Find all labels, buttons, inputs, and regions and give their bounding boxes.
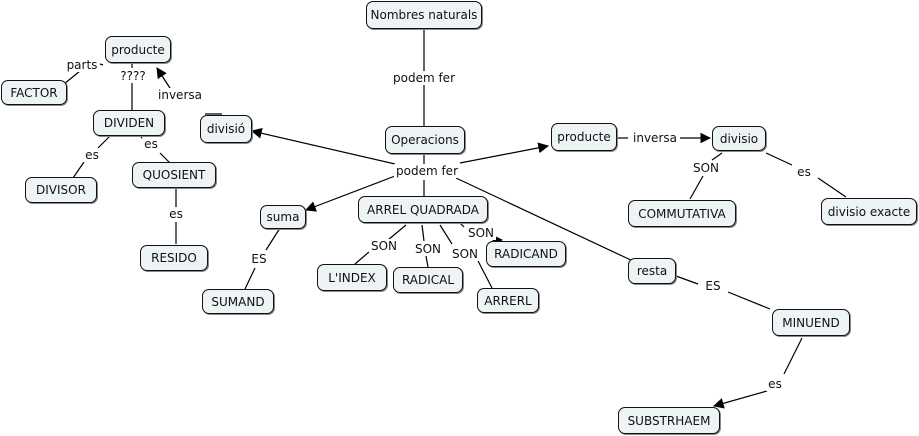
concept-operacions[interactable]: Operacions	[385, 126, 465, 154]
concept-quosient[interactable]: QUOSIENT	[132, 162, 216, 188]
concept-divisio-exacte[interactable]: divisio exacte	[821, 198, 917, 225]
link-label-es-resido: es	[167, 207, 185, 221]
concept-sumand[interactable]: SUMAND	[202, 289, 274, 314]
concept-factor[interactable]: FACTOR	[1, 80, 67, 105]
concept-commutativa[interactable]: COMMUTATIVA	[628, 200, 736, 227]
concept-suma[interactable]: suma	[260, 205, 306, 229]
concept-divisio-right[interactable]: divisio	[712, 126, 766, 151]
concept-producte-right[interactable]: producte	[551, 123, 617, 151]
concept-arrerl[interactable]: ARRERL	[477, 288, 539, 313]
concept-radicand[interactable]: RADICAND	[486, 241, 566, 267]
link-label-es-minuend: ES	[703, 279, 723, 293]
concept-divisio-left[interactable]: divisió	[200, 115, 252, 143]
link-label-es-divisor: es	[83, 148, 101, 162]
link-label-podem-fer-top: podem fer	[390, 71, 458, 85]
link-label-son-radicand: SON	[465, 226, 497, 240]
concept-producte-left[interactable]: producte	[105, 36, 171, 63]
link-label-son-radical: SON	[412, 242, 444, 256]
concept-substrhaem[interactable]: SUBSTRHAEM	[618, 407, 720, 434]
concept-divisor[interactable]: DIVISOR	[25, 177, 97, 203]
link-label-son-commutativa: SON	[690, 161, 722, 175]
concept-minuend[interactable]: MINUEND	[772, 309, 850, 336]
concept-dividen[interactable]: DIVIDEN	[93, 110, 165, 136]
link-label-inversa-right: inversa	[631, 131, 679, 145]
link-label-es-quosient: es	[142, 137, 160, 151]
link-label-son-index: SON	[368, 239, 400, 253]
link-label-podem-fer-center: podem fer	[393, 164, 461, 178]
concept-lindex[interactable]: L'INDEX	[317, 264, 387, 291]
concept-nombres-naturals[interactable]: Nombres naturals	[366, 1, 482, 29]
link-label-son-arrerl: SON	[449, 247, 481, 261]
concept-resido[interactable]: RESIDO	[140, 245, 208, 271]
link-label-parts: parts	[64, 58, 100, 72]
link-label-inversa-left: inversa	[156, 88, 204, 102]
link-label-es-exacte: es	[795, 165, 813, 179]
concept-arrel-quadrada[interactable]: ARREL QUADRADA	[358, 196, 488, 223]
concept-radical[interactable]: RADICAL	[393, 267, 463, 293]
link-label-es-sumand: ES	[249, 252, 269, 266]
link-label-es-substrhaem: es	[766, 377, 784, 391]
link-label-question: ????	[118, 69, 148, 83]
concept-resta[interactable]: resta	[628, 258, 676, 284]
